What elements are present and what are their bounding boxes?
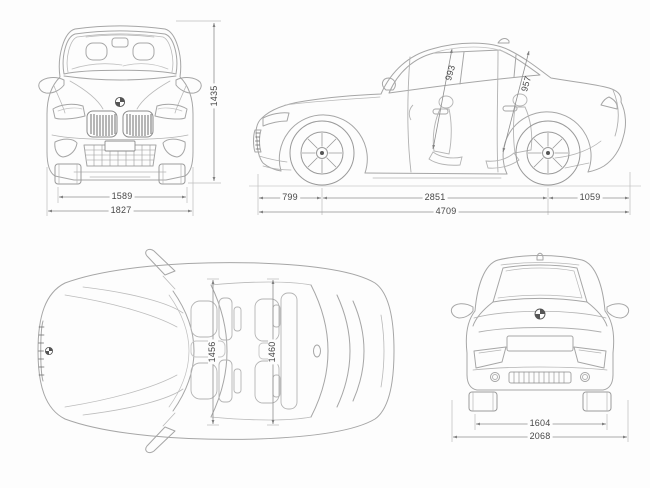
side-body-outline (253, 38, 626, 179)
bmw-roundel-icon (114, 96, 126, 108)
rear-body-outline (450, 252, 630, 391)
dim-label-front-height: 1435 (209, 83, 220, 109)
plate-recess (506, 335, 574, 352)
dim-label-overall-length: 4709 (433, 206, 459, 217)
top-interior-seats (190, 292, 298, 410)
side-mirrors (38, 77, 202, 94)
headlights (52, 103, 188, 120)
antenna-fin (536, 252, 544, 261)
front-body-outline (38, 25, 202, 181)
rear-view-wheels (468, 391, 612, 412)
fog-lamp-recesses (54, 138, 186, 158)
dim-label-front-overhang: 799 (280, 192, 300, 203)
top-view-drawing (37, 248, 395, 454)
headroom-leader-lines (432, 48, 530, 153)
dim-label-rear-overhang: 1059 (577, 192, 603, 203)
interior-seats (408, 93, 533, 169)
dim-label-front-width: 1827 (108, 205, 134, 216)
side-view-drawing (249, 38, 641, 215)
side-taillight (600, 96, 618, 110)
front-view-drawing (38, 20, 221, 216)
side-headlight (262, 112, 290, 127)
dim-label-rear-track: 1604 (527, 418, 553, 429)
bmw-roundel-icon (534, 308, 546, 320)
kidney-grille (86, 110, 154, 138)
antenna-fin (313, 344, 321, 358)
rearview-mirror (111, 37, 129, 48)
dim-label-cabin-width-front: 1456 (207, 339, 218, 365)
bmw-roundel-icon (44, 347, 53, 356)
dim-label-cabin-width-rear: 1460 (267, 339, 278, 365)
dim-label-width-incl-mirrors: 2068 (527, 431, 553, 442)
top-view (23, 243, 433, 483)
license-plate (104, 140, 136, 152)
front-view (28, 14, 228, 220)
taillights (473, 346, 607, 369)
dim-label-front-track: 1589 (109, 191, 135, 202)
antenna-fin (497, 38, 510, 44)
wing-mirror (381, 77, 396, 91)
top-mirrors (145, 248, 176, 454)
dim-label-wheelbase: 2851 (422, 192, 448, 203)
side-view (243, 8, 647, 222)
front-view-wheels (54, 163, 186, 185)
rear-window-edge (310, 284, 351, 418)
rear-mirrors (450, 303, 630, 319)
top-body-outline (37, 248, 395, 454)
front-wheel (289, 120, 355, 186)
windshield-edge (172, 290, 195, 412)
rear-wheel (515, 120, 581, 186)
